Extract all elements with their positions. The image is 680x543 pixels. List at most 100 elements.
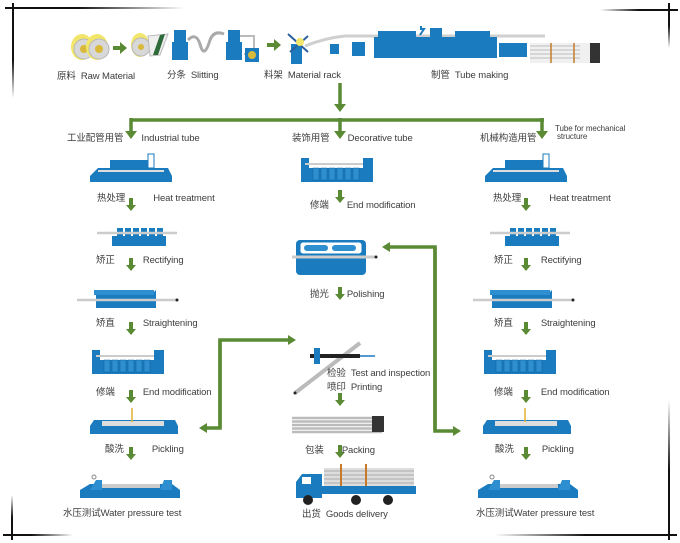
- label-en: Heat treatment: [549, 193, 611, 204]
- label-en: End modification: [540, 387, 610, 398]
- label-en: Water pressure test: [513, 508, 595, 519]
- step-arrow-down-icon: [126, 198, 136, 211]
- step-arrow-down-icon: [521, 322, 531, 335]
- step-arrow-down-icon: [126, 390, 136, 403]
- label-cn: 装饰用管: [292, 133, 330, 144]
- rectifying-machine-icon: [97, 228, 177, 246]
- frame-top-left-h: [5, 7, 185, 9]
- rectifying-machine-icon: [490, 228, 570, 246]
- step-arrow-down-icon: [335, 393, 345, 406]
- label-en: End modification: [142, 387, 212, 398]
- step-arrow-down-icon: [335, 445, 345, 458]
- step-label-industrial-end-modification: 修端 End modification: [96, 384, 212, 398]
- branch-mechanical-title-cn: 机械构造用管: [480, 130, 537, 144]
- step-arrow-down-icon: [521, 198, 531, 211]
- label-cn: 抛光: [310, 289, 329, 300]
- flow-arrow-icon: [113, 42, 127, 54]
- label-en: Slitting: [190, 70, 219, 81]
- step-arrow-down-icon: [126, 322, 136, 335]
- delivery-truck-icon: [296, 464, 416, 505]
- step-arrow-down-icon: [521, 258, 531, 271]
- label-cn: 包装: [305, 445, 324, 456]
- branch-industrial-title: 工业配管用管 Industrial tube: [67, 130, 200, 144]
- label-cn: 机械构造用管: [480, 133, 537, 144]
- step-arrow-down-icon: [521, 390, 531, 403]
- label-en: Pickling: [541, 444, 574, 455]
- frame-top-right-v: [668, 3, 670, 48]
- step-label-decorative-goods-delivery: 出货 Goods delivery: [302, 506, 388, 520]
- branch-decorative-title: 装饰用管 Decorative tube: [292, 130, 413, 144]
- step-arrow-down-icon: [335, 190, 345, 203]
- label-cn: 修端: [310, 200, 329, 211]
- step-label-mechanical-water-pressure-test: 水压测试Water pressure test: [476, 505, 594, 519]
- label-en: Decorative tube: [347, 133, 413, 144]
- heat-treatment-furnace-icon: [485, 153, 567, 182]
- steel-coil-icon: [71, 34, 110, 60]
- step-arrow-down-icon: [126, 258, 136, 271]
- label-cn: 原料: [57, 71, 76, 82]
- label-cn: 矫正: [494, 255, 513, 266]
- caliper-inspection-icon: [293, 341, 375, 395]
- label-en: Heat treatment: [153, 193, 215, 204]
- step-label-mechanical-rectifying: 矫正 Rectifying: [494, 252, 582, 266]
- flow-arrow-icon: [267, 39, 281, 51]
- step-label-mechanical-end-modification: 修端 End modification: [494, 384, 610, 398]
- end-modification-machine-icon: [301, 158, 373, 182]
- label-en: Goods delivery: [325, 509, 388, 520]
- step-label-decorative-test-and-inspection: 检验 Test and inspection: [327, 365, 430, 379]
- step-label-industrial-straightening: 矫直 Straightening: [96, 315, 198, 329]
- heat-treatment-furnace-icon: [90, 153, 172, 182]
- end-modification-machine-icon: [484, 350, 556, 374]
- label-cn: 分条: [167, 70, 186, 81]
- label-en: Pickling: [151, 444, 184, 455]
- label-en: Water pressure test: [100, 508, 182, 519]
- label-cn: 工业配管用管: [67, 133, 124, 144]
- label-en: End modification: [346, 200, 416, 211]
- label-en: Test and inspection: [350, 368, 431, 379]
- label-en: Printing: [350, 382, 383, 393]
- label-en: Tube making: [454, 70, 509, 81]
- label-cn: 出货: [302, 509, 321, 520]
- frame-top-left-v: [12, 3, 14, 98]
- step-label-industrial-water-pressure-test: 水压测试Water pressure test: [63, 505, 181, 519]
- label-raw-material: 原料 Raw Material: [57, 68, 135, 82]
- branch-connector: [125, 83, 548, 139]
- label-en: Raw Material: [80, 71, 136, 82]
- tube-mill-icon: [330, 26, 600, 63]
- label-en: Straightening: [142, 318, 198, 329]
- label-cn: 矫直: [96, 318, 115, 329]
- finished-tubes-icon: [530, 43, 600, 63]
- connector-industrial-to-inspection: [218, 335, 296, 428]
- straightening-machine-icon: [77, 290, 179, 308]
- label-cn: 检验: [327, 368, 346, 379]
- label-cn: 料架: [264, 70, 283, 81]
- frame-bottom-left-h: [3, 534, 73, 536]
- label-en: Industrial tube: [141, 133, 200, 144]
- slitting-machine-icon: [131, 30, 259, 62]
- pickling-tank-icon: [90, 408, 178, 434]
- label-cn: 修端: [494, 387, 513, 398]
- pickling-tank-icon: [483, 408, 571, 434]
- straightening-machine-icon: [473, 290, 575, 308]
- label-slitting: 分条 Slitting: [167, 67, 219, 81]
- label-cn: 修端: [96, 387, 115, 398]
- water-pressure-tester-icon: [478, 474, 578, 498]
- material-rack-icon: [287, 33, 545, 64]
- step-label-decorative-end-modification: 修端 End modification: [310, 197, 416, 211]
- label-en: Rectifying: [540, 255, 582, 266]
- frame-bottom-right-v: [668, 400, 670, 540]
- step-arrow-down-icon: [521, 447, 531, 460]
- frame-bottom-left-v: [11, 495, 13, 540]
